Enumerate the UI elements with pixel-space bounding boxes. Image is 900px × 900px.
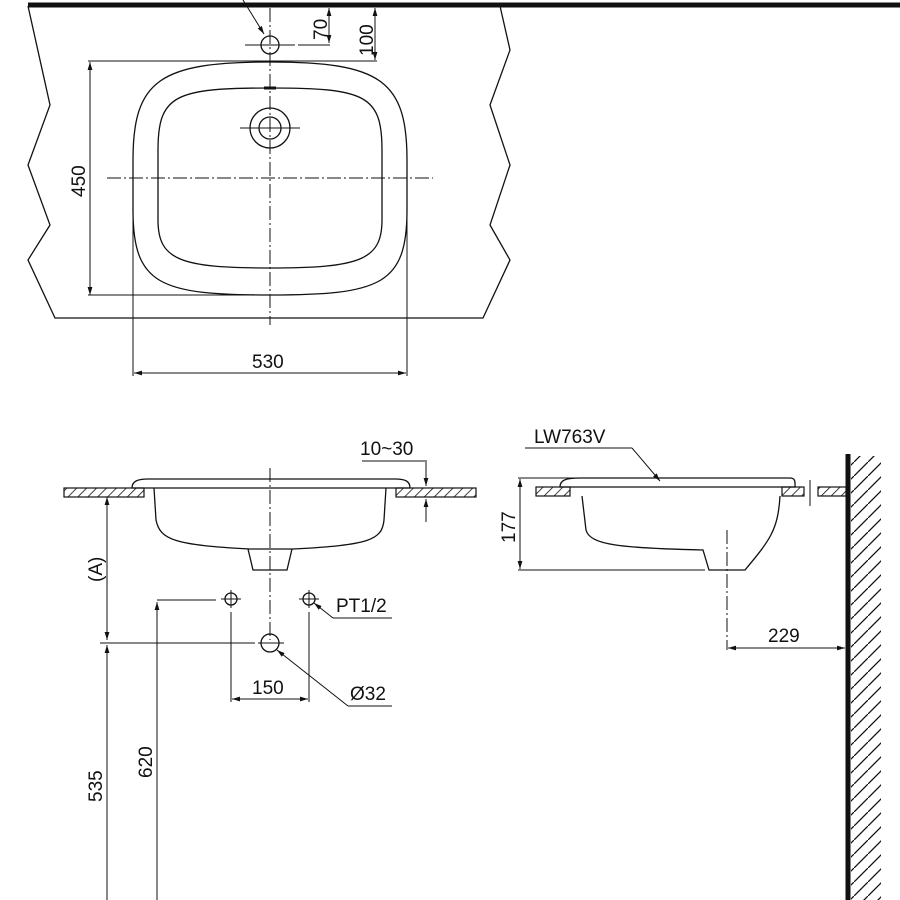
side-section-view: LW763V 177 229 — [499, 427, 881, 900]
plan-view: 70 100 450 530 — [27, 0, 900, 376]
basin-inner-bowl — [157, 87, 383, 269]
model-label: LW763V — [534, 427, 606, 448]
side-bowl — [581, 495, 781, 571]
dim-width-label: 530 — [252, 352, 284, 373]
drain-diameter-label: Ø32 — [350, 684, 386, 705]
counter-right — [395, 487, 477, 498]
side-rim — [559, 477, 796, 488]
front-bowl — [153, 487, 387, 550]
front-section-view: 10~30 (A) PT1/2 Ø32 150 535 620 — [63, 439, 477, 900]
dim-drain-to-wall-label: 229 — [768, 626, 800, 647]
dim-tap-offset-label: 70 — [311, 19, 332, 40]
dim-install-height-label: (A) — [86, 557, 107, 582]
supply-thread-label: PT1/2 — [336, 596, 387, 617]
dim-overflow-offset-label: 100 — [357, 24, 378, 56]
dim-supply-height-label: 620 — [136, 746, 157, 778]
countertop-outline — [27, 5, 511, 319]
dim-supply-spacing-label: 150 — [252, 678, 284, 699]
dim-depth-label: 450 — [69, 165, 90, 197]
front-rim — [131, 478, 411, 489]
dim-counter-thickness-label: 10~30 — [360, 439, 413, 460]
dim-bowl-height-label: 177 — [499, 511, 520, 543]
counter-left — [63, 487, 145, 498]
wall-hatch — [851, 456, 881, 900]
dim-drain-height-label: 535 — [86, 770, 107, 802]
